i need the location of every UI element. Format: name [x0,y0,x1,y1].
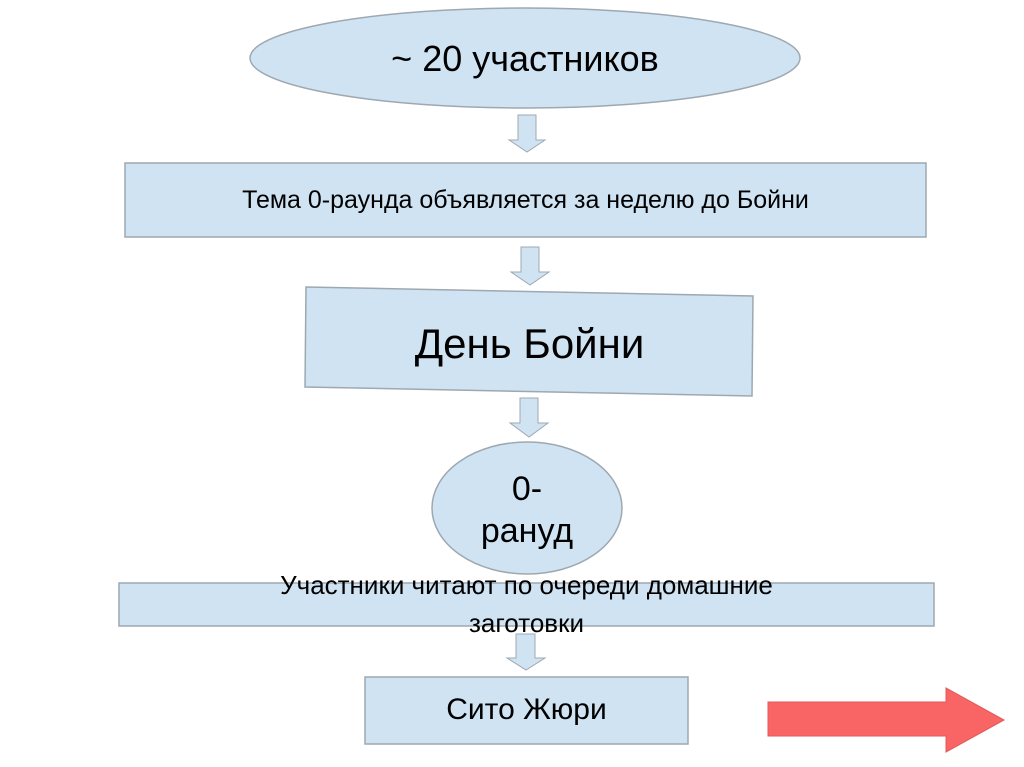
reading-box [118,582,935,627]
battle-day-label: День Бойни [414,320,645,367]
round-label-line1: 0- [511,470,543,508]
flow-arrow-3 [508,397,550,438]
round-circle [431,441,623,575]
flow-arrow-4 [505,633,547,671]
jury-label: Сито Жюри [446,693,607,726]
participants-ellipse [249,7,801,109]
flow-arrow-2 [509,246,551,286]
participants-label: ~ 20 участников [391,38,659,79]
next-slide-arrow[interactable] [767,687,1006,753]
round-label-line2: рануд [480,512,574,550]
reading-label-line1: Участники читают по очереди домашние [280,570,773,600]
theme-box [124,162,927,238]
battle-day-box [304,286,754,397]
flow-arrow-1 [507,114,547,153]
reading-label-line2: заготовки [469,608,584,638]
jury-box [364,676,689,745]
theme-label: Тема 0-раунда объявляется за неделю до Б… [242,186,809,214]
